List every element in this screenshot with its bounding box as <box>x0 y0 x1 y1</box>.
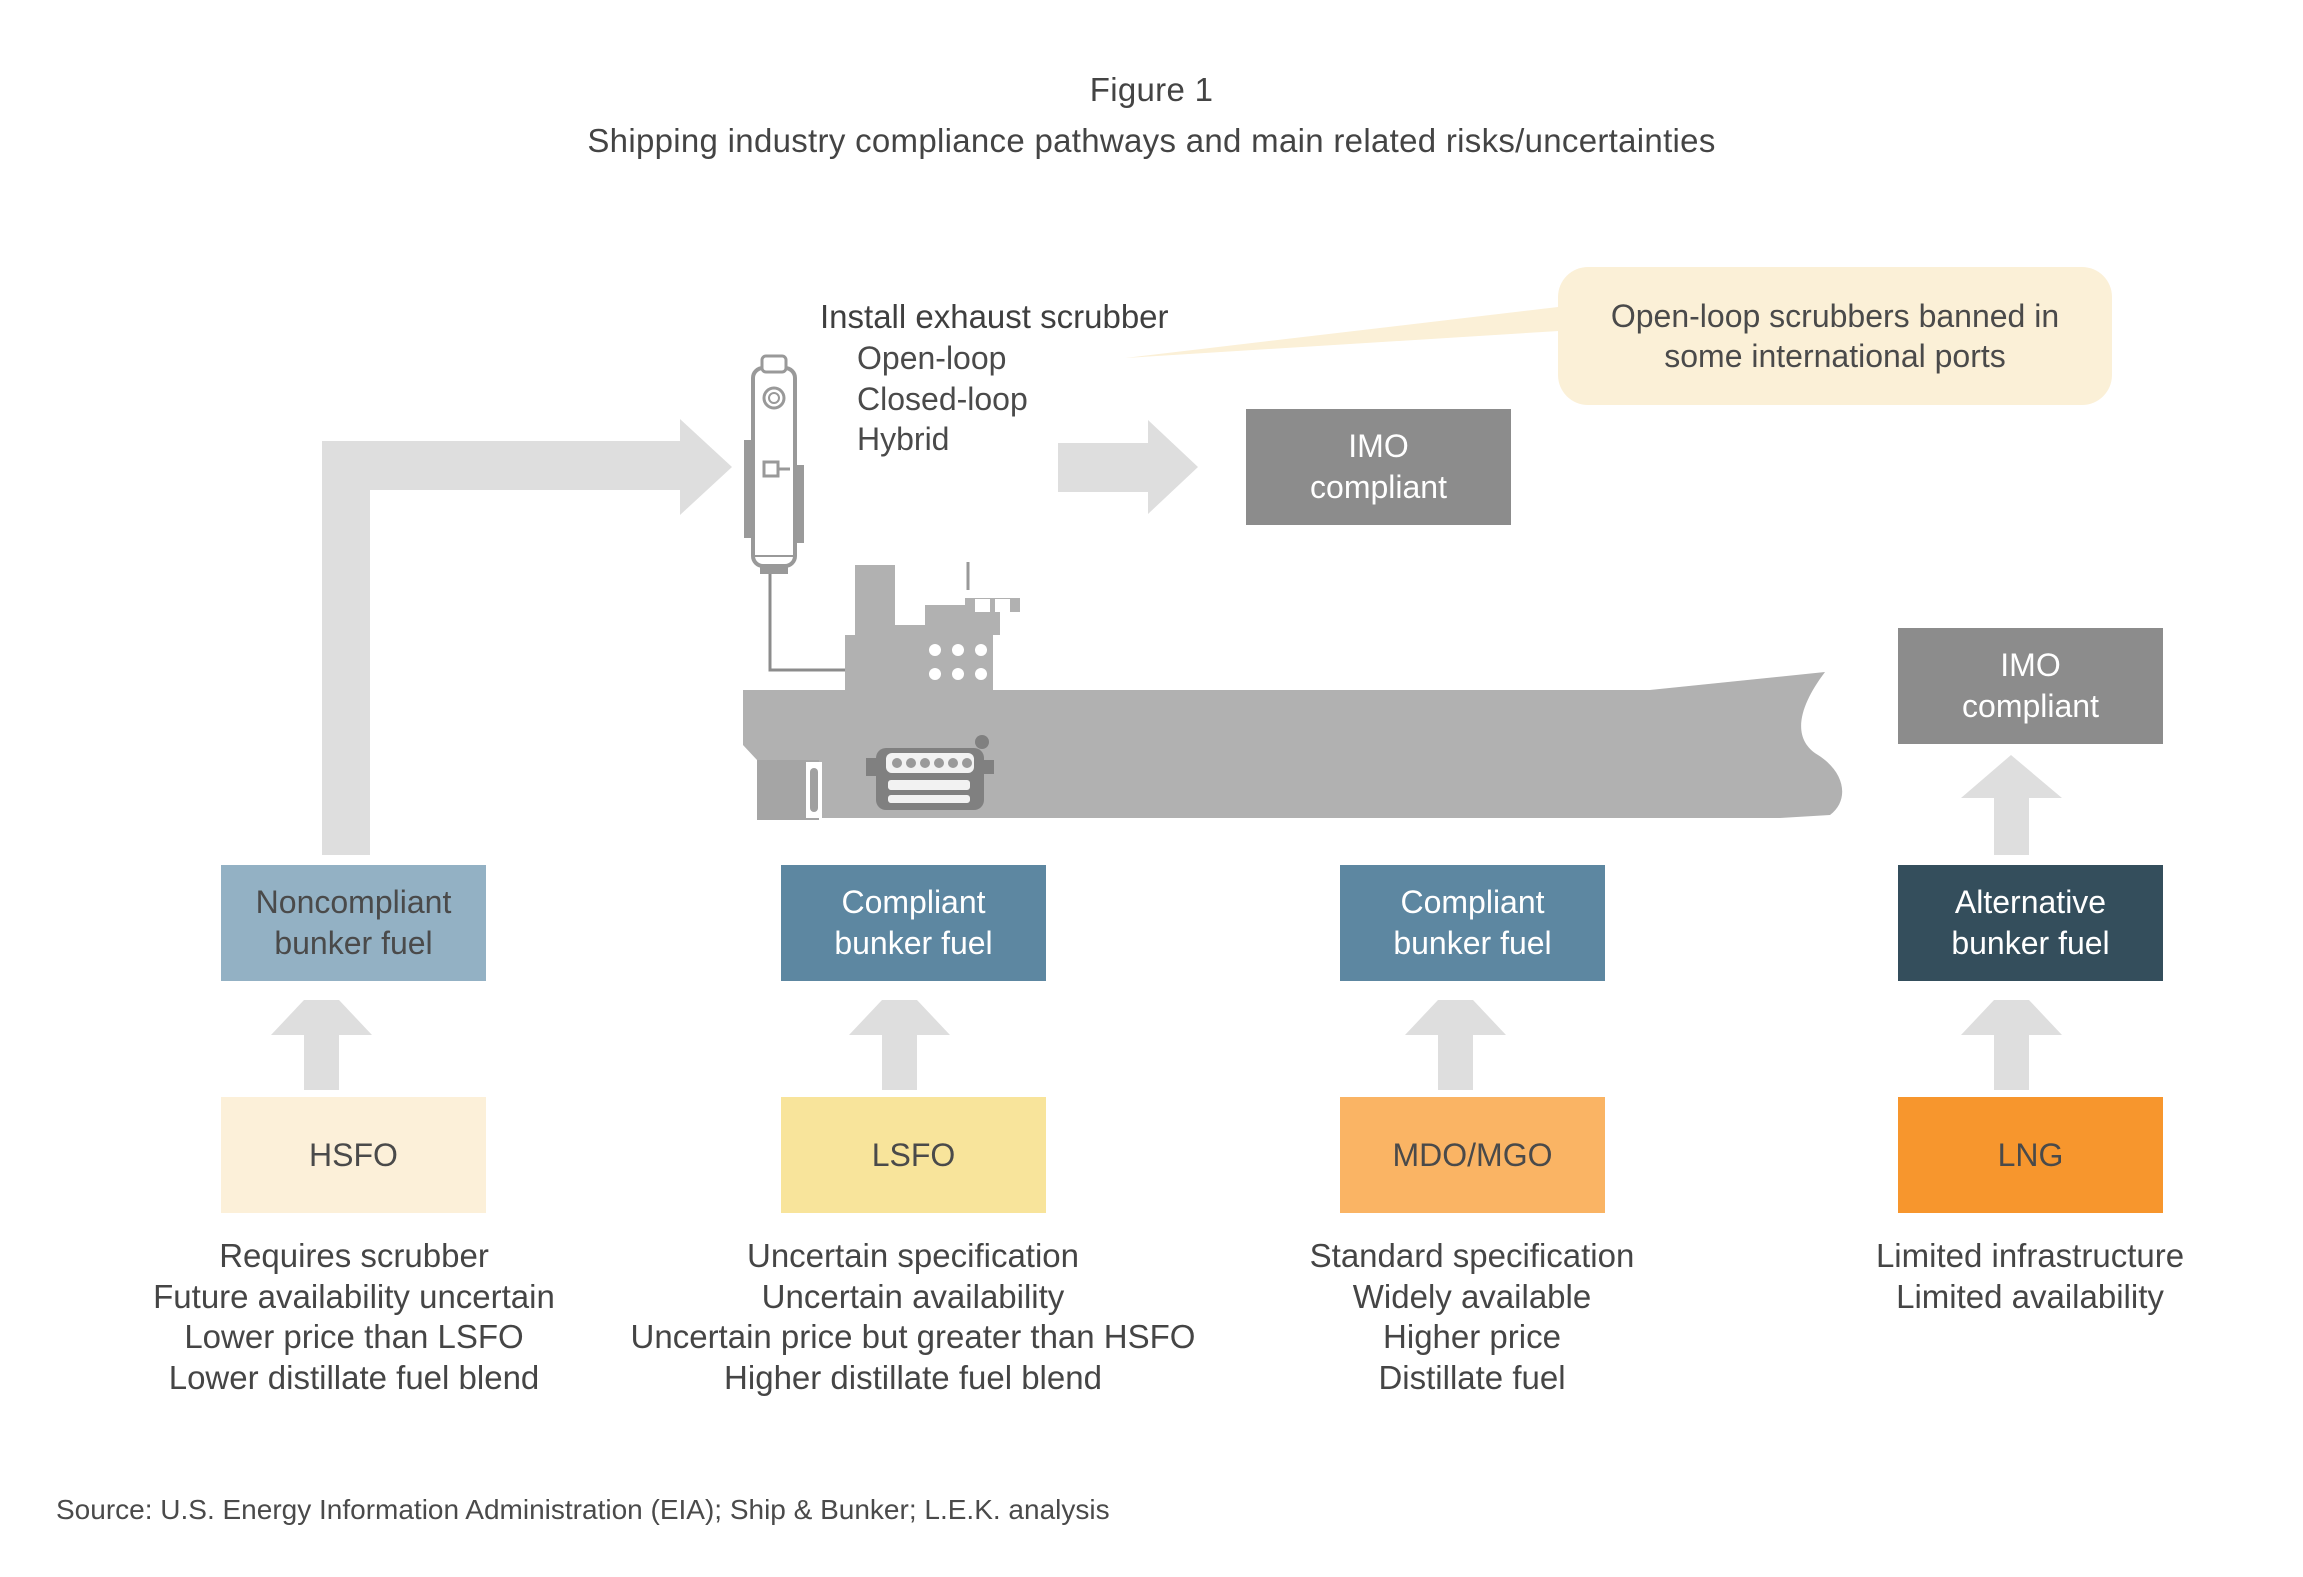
category-box-alternative: Alternative bunker fuel <box>1898 865 2163 981</box>
risks-lng: Limited infrastructure Limited availabil… <box>1780 1236 2280 1317</box>
arrow-alternative-up <box>1961 755 2062 855</box>
imo-top-line-1: IMO <box>1348 428 1409 464</box>
imo-top-line-2: compliant <box>1310 469 1447 505</box>
scrubber-option-closed-loop: Closed-loop <box>857 380 1028 417</box>
callout-line-1: Open-loop scrubbers banned in <box>1610 298 2060 334</box>
fuel-box-lsfo: LSFO <box>781 1097 1046 1213</box>
risk-item: Limited availability <box>1896 1277 2164 1315</box>
category-line-1: Alternative <box>1954 884 2107 920</box>
callout-bubble <box>1558 267 2112 405</box>
fuel-box-mdo-mgo: MDO/MGO <box>1340 1097 1605 1213</box>
category-line-1: Compliant <box>841 884 986 920</box>
fuel-box-lng: LNG <box>1898 1097 2163 1213</box>
arrow-lsfo-up <box>849 1000 950 1090</box>
risks-lsfo: Uncertain specification Uncertain availa… <box>613 1236 1213 1398</box>
risk-item: Higher distillate fuel blend <box>724 1358 1102 1396</box>
risk-item: Lower distillate fuel blend <box>168 1358 540 1396</box>
ship-icon <box>743 562 1843 820</box>
category-line-2: bunker fuel <box>274 925 433 961</box>
scrubber-heading: Install exhaust scrubber <box>820 298 1169 335</box>
scrubber-icon <box>744 354 804 574</box>
risk-item: Widely available <box>1352 1277 1592 1315</box>
imo-compliant-top-box <box>1246 409 1511 525</box>
callout-pointer <box>1125 305 1575 358</box>
risk-item: Future availability uncertain <box>153 1277 555 1315</box>
risk-item: Distillate fuel <box>1378 1358 1566 1396</box>
risk-item: Lower price than LSFO <box>184 1318 524 1355</box>
risk-item: Higher price <box>1383 1318 1561 1355</box>
scrubber-options: Open-loop Closed-loop Hybrid <box>857 338 1028 460</box>
category-line-2: bunker fuel <box>1951 925 2110 961</box>
scrubber-path-arrow <box>322 419 732 855</box>
figure-label: Figure 1 <box>1089 71 1214 108</box>
imo-right-line-1: IMO <box>2000 647 2061 683</box>
callout-text: Open-loop scrubbers banned in some inter… <box>1558 267 2112 405</box>
imo-right-line-2: compliant <box>1962 688 2099 724</box>
source-note: Source: U.S. Energy Information Administ… <box>56 1494 1110 1525</box>
imo-compliant-right-box <box>1898 628 2163 744</box>
risk-item: Uncertain specification <box>747 1237 1079 1274</box>
arrow-mdo-up <box>1405 1000 1506 1090</box>
risk-item: Uncertain availability <box>761 1277 1065 1315</box>
category-box-noncompliant: Noncompliant bunker fuel <box>221 865 486 981</box>
figure-title: Shipping industry compliance pathways an… <box>587 122 1716 159</box>
risk-item: Requires scrubber <box>219 1237 489 1274</box>
risks-mdo-mgo: Standard specification Widely available … <box>1222 1236 1722 1398</box>
risks-hsfo: Requires scrubber Future availability un… <box>104 1236 604 1398</box>
category-line-1: Compliant <box>1400 884 1545 920</box>
imo-compliant-right-label: IMO compliant <box>1898 628 2163 744</box>
risk-item: Standard specification <box>1309 1237 1635 1274</box>
category-box-compliant-lsfo: Compliant bunker fuel <box>781 865 1046 981</box>
category-line-2: bunker fuel <box>834 925 993 961</box>
imo-compliant-top-label: IMO compliant <box>1246 409 1511 525</box>
arrow-lng-up <box>1961 1000 2062 1090</box>
scrubber-option-open-loop: Open-loop <box>857 340 1007 376</box>
to-imo-arrow <box>1058 420 1198 514</box>
scrubber-option-hybrid: Hybrid <box>857 421 950 457</box>
category-line-2: bunker fuel <box>1393 925 1552 961</box>
risk-item: Limited infrastructure <box>1875 1237 2185 1274</box>
fuel-box-hsfo: HSFO <box>221 1097 486 1213</box>
risk-item: Uncertain price but greater than HSFO <box>630 1318 1196 1355</box>
category-box-compliant-mdo: Compliant bunker fuel <box>1340 865 1605 981</box>
category-line-1: Noncompliant <box>255 884 452 920</box>
arrow-hsfo-up <box>271 1000 372 1090</box>
callout-line-2: some international ports <box>1664 338 2006 374</box>
